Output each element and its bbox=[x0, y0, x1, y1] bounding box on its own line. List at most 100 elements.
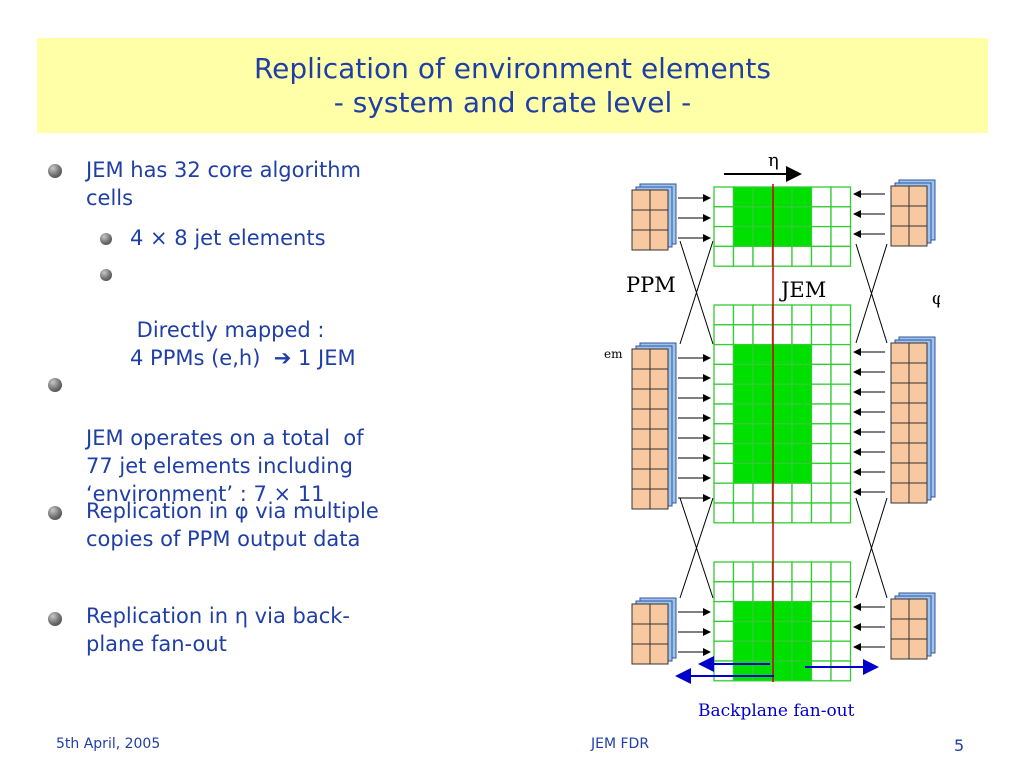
jet-element-cell bbox=[752, 403, 774, 425]
jet-element-cell bbox=[732, 304, 754, 326]
jet-element-cell bbox=[810, 403, 832, 425]
ppm-middle-left bbox=[631, 342, 677, 510]
jet-element-cell bbox=[732, 206, 754, 228]
ppm-cell bbox=[908, 422, 928, 444]
ppm-cell bbox=[631, 209, 651, 231]
jet-element-cell bbox=[713, 561, 735, 583]
jet-element-cell bbox=[771, 561, 793, 583]
ppm-cell bbox=[649, 348, 669, 370]
jet-element-cell bbox=[771, 324, 793, 346]
ppm-cell bbox=[908, 462, 928, 484]
ppm-cell bbox=[908, 185, 928, 207]
ppm-cell bbox=[890, 422, 910, 444]
jet-element-cell bbox=[732, 225, 754, 248]
jet-element-cell bbox=[752, 442, 774, 465]
jet-element-cell bbox=[732, 245, 754, 267]
ppm-cell bbox=[890, 618, 910, 640]
ppm-cell bbox=[890, 638, 910, 660]
jet-element-cell bbox=[713, 225, 735, 248]
ppm-cell bbox=[649, 408, 669, 430]
jet-element-cell bbox=[791, 225, 813, 248]
ppm-cell bbox=[890, 482, 910, 504]
jet-element-cell bbox=[732, 502, 754, 524]
jet-element-cell bbox=[810, 502, 832, 524]
jet-element-cell bbox=[713, 423, 735, 445]
jet-element-cell bbox=[830, 640, 852, 662]
jet-element-cell bbox=[732, 581, 754, 603]
jet-element-cell bbox=[830, 383, 852, 405]
ppm-cell bbox=[890, 225, 910, 247]
jet-element-cell bbox=[830, 304, 852, 326]
jem-grid-top bbox=[713, 186, 852, 267]
jet-element-cell bbox=[791, 324, 813, 346]
jet-element-cell bbox=[732, 640, 754, 662]
jet-element-cell bbox=[830, 620, 852, 642]
page-number: 5 bbox=[954, 736, 965, 755]
jet-element-cell bbox=[810, 600, 832, 623]
jet-element-cell bbox=[810, 561, 832, 583]
jet-element-cell bbox=[713, 620, 735, 642]
jet-element-cell bbox=[771, 225, 793, 248]
jet-element-cell bbox=[713, 640, 735, 662]
jet-element-cell bbox=[771, 660, 793, 682]
jet-element-cell bbox=[830, 363, 852, 385]
jet-element-cell bbox=[713, 383, 735, 405]
bullet-icon bbox=[48, 506, 62, 520]
backplane-fanout-label: Backplane fan-out bbox=[698, 701, 855, 721]
ppm-cell bbox=[890, 442, 910, 464]
jet-element-cell bbox=[752, 581, 774, 603]
jet-element-cell bbox=[752, 620, 774, 642]
jet-element-cell bbox=[752, 324, 774, 346]
jet-element-cell bbox=[810, 442, 832, 465]
jet-element-cell bbox=[713, 245, 735, 267]
jet-element-cell bbox=[830, 561, 852, 583]
ppm-cell bbox=[631, 448, 651, 470]
ppm-cell bbox=[908, 618, 928, 640]
ppm-cell bbox=[908, 442, 928, 464]
ppm-cell bbox=[649, 428, 669, 450]
jet-element-cell bbox=[771, 442, 793, 465]
jet-element-cell bbox=[771, 245, 793, 267]
jet-element-cell bbox=[810, 423, 832, 445]
jet-element-cell bbox=[752, 502, 774, 524]
bullet-icon bbox=[48, 612, 62, 626]
jet-element-cell bbox=[791, 186, 813, 208]
ppm-label: PPM bbox=[626, 273, 676, 297]
jet-element-cell bbox=[771, 502, 793, 524]
jet-element-cell bbox=[791, 581, 813, 603]
jet-element-cell bbox=[830, 206, 852, 228]
jet-element-cell bbox=[713, 442, 735, 465]
jet-element-cell bbox=[791, 206, 813, 228]
jet-element-cell bbox=[830, 343, 852, 366]
jet-element-cell bbox=[752, 462, 774, 484]
jet-element-cell bbox=[752, 225, 774, 248]
ppm-cell bbox=[649, 229, 669, 251]
jet-element-cell bbox=[830, 442, 852, 465]
eta-label: η bbox=[768, 150, 779, 171]
fanout-line bbox=[679, 497, 714, 599]
title-banner: Replication of environment elements - sy… bbox=[37, 38, 988, 133]
slide-title-line-1: Replication of environment elements bbox=[253, 51, 771, 85]
ppm-cell bbox=[908, 362, 928, 384]
jet-element-cell bbox=[810, 343, 832, 366]
jet-element-cell bbox=[810, 482, 832, 504]
jet-element-cell bbox=[830, 225, 852, 248]
jet-element-cell bbox=[791, 620, 813, 642]
jem-label: JEM bbox=[779, 278, 826, 302]
jet-element-cell bbox=[810, 660, 832, 682]
jet-element-cell bbox=[713, 363, 735, 385]
jet-element-cell bbox=[830, 324, 852, 346]
ppm-cell bbox=[908, 402, 928, 424]
ppm-cell bbox=[649, 448, 669, 470]
ppm-bottom-left bbox=[631, 597, 677, 665]
jet-element-cell bbox=[830, 482, 852, 504]
ppm-cell bbox=[631, 368, 651, 390]
slide-title-line-2: - system and crate level - bbox=[333, 85, 692, 119]
jet-element-cell bbox=[732, 482, 754, 504]
jet-element-cell bbox=[752, 383, 774, 405]
jet-element-cell bbox=[830, 462, 852, 484]
jet-element-cell bbox=[810, 383, 832, 405]
